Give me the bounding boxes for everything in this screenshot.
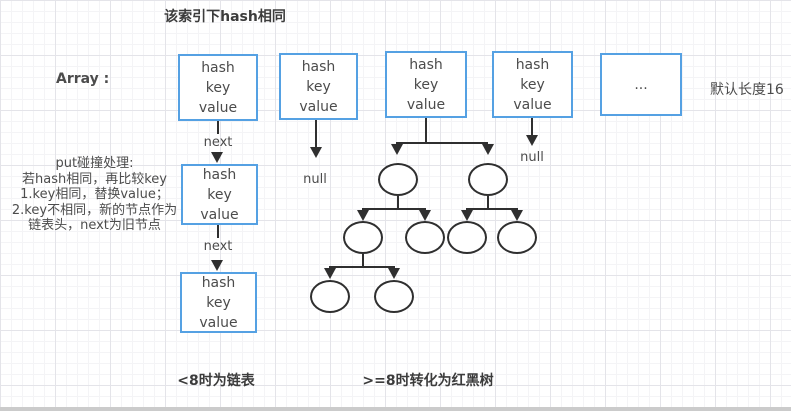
null-connector-line (531, 118, 533, 136)
arrow-down-icon (419, 210, 431, 221)
arrow-down-icon (388, 268, 400, 279)
arrow-down-icon (211, 152, 223, 163)
tree-connector-line (362, 208, 426, 210)
tree-node (374, 280, 414, 313)
tree-connector-line (329, 266, 395, 268)
arrow-down-icon (461, 210, 473, 221)
array-node-3: hash key value (385, 51, 467, 118)
list-node-3: hash key value (180, 272, 257, 333)
arrow-down-icon (310, 147, 322, 158)
arrow-down-icon (482, 144, 494, 155)
tree-node (405, 221, 445, 254)
linked-list-connector-line (217, 225, 219, 238)
array-label: Array : (56, 71, 110, 87)
tree-node (378, 163, 418, 196)
linked-list-caption: <8时为链表 (177, 373, 255, 389)
linked-list-connector-line (217, 121, 219, 134)
tree-connector-line (425, 118, 427, 144)
tree-connector-line (362, 254, 364, 268)
tree-connector-line (466, 208, 518, 210)
arrow-down-icon (324, 268, 336, 279)
null-connector-line (315, 120, 317, 148)
array-node-4: hash key value (492, 51, 573, 118)
arrow-down-icon (211, 260, 223, 271)
arrow-down-icon (511, 210, 523, 221)
tree-node (447, 221, 487, 254)
tree-node (310, 280, 350, 313)
next-label-1: next (203, 135, 233, 150)
tree-node (497, 221, 537, 254)
null-label-2: null (520, 150, 544, 165)
array-node-1: hash key value (178, 54, 258, 121)
tree-node (468, 163, 508, 196)
default-length-note: 默认长度16 (710, 82, 784, 98)
tree-node (343, 221, 383, 254)
arrow-down-icon (357, 210, 369, 221)
tree-connector-line (396, 142, 488, 144)
tree-connector-line (487, 196, 489, 210)
put-collision-note: put碰撞处理: 若hash相同，再比较key 1.key相同，替换value；… (11, 156, 178, 233)
array-node-2: hash key value (279, 53, 358, 120)
arrow-down-icon (391, 144, 403, 155)
horizontal-scrollbar[interactable] (0, 407, 791, 411)
red-black-tree-caption: >=8时转化为红黑树 (362, 373, 494, 389)
tree-connector-line (397, 196, 399, 210)
diagram-title: 该索引下hash相同 (164, 9, 286, 25)
list-node-2: hash key value (181, 164, 258, 225)
next-label-2: next (203, 239, 233, 254)
null-label-1: null (303, 172, 327, 187)
array-node-ellipsis: ... (600, 53, 682, 116)
arrow-down-icon (526, 135, 538, 146)
